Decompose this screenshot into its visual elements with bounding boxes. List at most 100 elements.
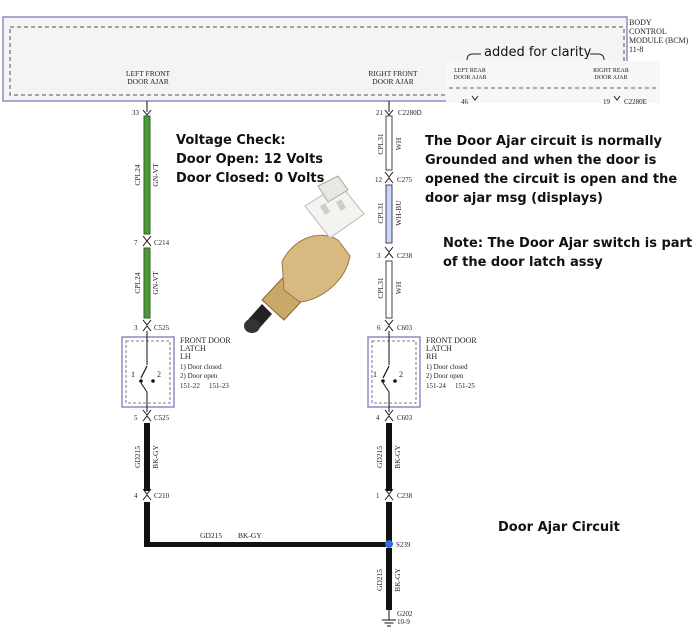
right-wire2-color: WH-BU: [394, 200, 403, 226]
right-latch-state1: 1) Door closed: [426, 363, 468, 371]
bcm-rear-patch: [446, 61, 660, 103]
bcm-right-rear-label-1: RIGHT REAR: [593, 68, 629, 74]
right-wire3-circuit: CPL31: [376, 277, 385, 299]
voltage-door-closed: Door Closed: 0 Volts: [176, 171, 325, 186]
circuit-note-line-4: door ajar msg (displays): [425, 191, 603, 206]
door-ajar-switch-illustration: [244, 175, 365, 333]
bcm-left-front-label-1: LEFT FRONT: [126, 69, 171, 78]
switch-connector-top: [317, 175, 349, 203]
right-terminal-top-icon: [384, 109, 394, 116]
bcm-right-front-label-1: RIGHT FRONT: [368, 69, 418, 78]
left-rear-terminal-icon: [471, 95, 479, 101]
voltage-door-open: Door Open: 12 Volts: [176, 152, 323, 167]
ground-bus-circuit: GD215: [200, 531, 222, 540]
ground-drop-wire: [386, 548, 392, 610]
right-front-circuit: 21 C2280D CPL31 WH 12 C275 CPL31 WH-BU 3…: [367, 101, 477, 542]
right-gnd-circuit: GD215: [375, 446, 384, 468]
right-latch-top-conn: C603: [397, 324, 413, 332]
right-connector1-icon: [384, 171, 394, 184]
right-conn2: C238: [397, 252, 413, 260]
left-latch-inner: [125, 340, 171, 404]
added-for-clarity-note: added for clarity: [484, 45, 592, 60]
right-wh-bu-wire: [385, 184, 393, 244]
diagram-caption: Door Ajar Circuit: [498, 520, 620, 535]
left-latch-bot-pin: 5: [134, 414, 138, 422]
left-latch-title-1: FRONT DOOR: [180, 336, 231, 345]
bcm-title-1: BODY: [629, 18, 652, 27]
left-wire2-color: GN-VT: [151, 271, 160, 295]
circuit-note-line-1: The Door Ajar circuit is normally: [425, 134, 663, 149]
right-connector3-icon: [384, 488, 394, 501]
switch-pin-slot-2: [335, 199, 347, 211]
right-latch-bot-pin: 4: [376, 414, 380, 422]
left-wire2-circuit: CPL24: [133, 272, 142, 294]
left-conn2: C210: [154, 492, 170, 500]
right-latch-side: RH: [426, 352, 437, 361]
right-connector2-icon: [384, 246, 394, 259]
right-switch-pos2: 2: [399, 370, 403, 379]
ground-bus-color: BK-GY: [238, 531, 262, 540]
left-latch-top-pin: 3: [134, 324, 138, 332]
left-conn1-pin: 7: [134, 239, 138, 247]
right-switch-pos1: 1: [373, 370, 377, 379]
bcm-left-rear-label-2: DOOR AJAR: [453, 75, 486, 81]
right-latch-bot-conn: C603: [397, 414, 413, 422]
bcm-left-front-label-2: DOOR AJAR: [127, 77, 168, 86]
left-latch-ref-b: 151-23: [209, 382, 229, 390]
clarity-bracket-left: [466, 53, 481, 61]
circuit-note-line-2: Grounded and when the door is: [425, 153, 657, 168]
bcm-title-2: CONTROL: [629, 27, 667, 36]
left-front-circuit: 33 CPL24 GN-VT 7 C214 CPL24 GN-VT 3 C525…: [121, 101, 231, 546]
voltage-check-title: Voltage Check:: [176, 133, 286, 148]
bcm-right-rear-pin: 19: [603, 98, 611, 106]
annotation-notes: Voltage Check: Door Open: 12 Volts Door …: [176, 133, 692, 535]
right-gnd-color: BK-GY: [393, 445, 402, 469]
left-conn1: C214: [154, 239, 170, 247]
right-latch-inner: [371, 340, 417, 404]
right-latch-ref-a: 151-24: [426, 382, 446, 390]
left-latch-ref-a: 151-22: [180, 382, 200, 390]
left-latch-state2: 2) Door open: [180, 372, 218, 380]
right-latch-title-2: LATCH: [426, 344, 452, 353]
right-white-wire-1: [385, 115, 393, 171]
ground-wire-color: BK-GY: [393, 568, 402, 592]
right-white-wire-2: [385, 260, 393, 319]
right-latch-ref-b: 151-25: [455, 382, 475, 390]
splice-dot-icon: [385, 540, 393, 548]
bcm-right-rear-label-2: DOOR AJAR: [594, 75, 627, 81]
bcm-module: BODY CONTROL MODULE (BCM) 11-8 LEFT FRON…: [2, 16, 689, 106]
right-latch-top-connector-icon: [384, 319, 394, 332]
bcm-left-rear-label-1: LEFT REAR: [454, 68, 486, 74]
ground-bus-wire: [144, 542, 392, 547]
right-switch-link: [382, 382, 390, 393]
right-switch-contact1-icon: [381, 379, 385, 383]
right-conn-top: C2280D: [398, 109, 422, 117]
left-switch-contact1-icon: [139, 379, 143, 383]
right-black-wire: [386, 423, 392, 491]
ground-symbol-icon: [382, 610, 396, 627]
switch-note-line-2: of the door latch assy: [443, 255, 603, 270]
left-latch-title-2: LATCH: [180, 344, 206, 353]
left-connector1-icon: [142, 235, 152, 247]
right-conn2-pin: 3: [377, 252, 381, 260]
left-pin-top: 33: [132, 109, 140, 117]
left-black-wire-2: [144, 502, 150, 546]
left-green-wire-1: [143, 115, 151, 235]
right-latch-box: [367, 336, 421, 408]
ground-id: G202: [397, 610, 413, 618]
right-wire3-color: WH: [394, 281, 403, 294]
left-wire1-circuit: CPL24: [133, 164, 142, 186]
left-switch-link: [140, 382, 148, 393]
switch-note-line-1: Note: The Door Ajar switch is part: [443, 236, 692, 251]
left-switch-blade-icon: [140, 365, 148, 379]
splice-label: S239: [396, 541, 411, 549]
left-terminal-top-icon: [142, 109, 152, 116]
clarity-bracket-right: [590, 53, 605, 61]
right-black-wire-2: [386, 502, 392, 542]
right-latch-title-1: FRONT DOOR: [426, 336, 477, 345]
left-latch-bot-connector-icon: [142, 409, 152, 422]
circuit-note-line-3: opened the circuit is open and the: [425, 172, 677, 187]
left-latch-bot-conn: C525: [154, 414, 170, 422]
left-gnd-circuit: GD215: [133, 446, 142, 468]
